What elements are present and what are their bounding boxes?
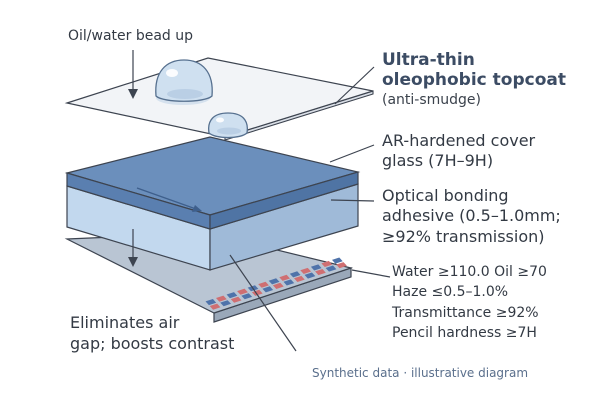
pixel-grid — [205, 257, 347, 310]
pixel-cell — [300, 267, 312, 274]
adhesive-label-line-2: adhesive (0.5–1.0mm; — [382, 206, 561, 226]
adhesive-leader — [330, 199, 375, 202]
pixel-cell — [279, 274, 290, 281]
pixel-cell — [325, 265, 337, 272]
pixel-cell — [289, 271, 301, 278]
water-droplet-small — [208, 112, 248, 139]
pixel-cell — [268, 278, 280, 285]
topcoat-title-line-1: Ultra-thin — [382, 50, 475, 70]
adhesive-label: Optical bonding adhesive (0.5–1.0mm; ≥92… — [382, 186, 561, 247]
spec-haze: Haze ≤0.5–1.0% — [392, 284, 509, 301]
pixel-cell — [226, 292, 238, 299]
pixel-cell — [283, 279, 295, 286]
specs-leader — [351, 269, 391, 278]
air-gap-label: Eliminates air gap; boosts contrast — [70, 313, 234, 355]
pixel-cell — [310, 264, 322, 271]
pixel-cell — [241, 293, 253, 300]
topcoat-leader — [334, 66, 375, 105]
bead-arrowhead — [128, 89, 138, 99]
air-gap-label-line-2: gap; boosts contrast — [70, 333, 235, 353]
pixel-cell — [230, 296, 242, 303]
pixel-cell — [336, 262, 347, 269]
cover-glass-label-line-2: glass (7H–9H) — [382, 151, 494, 171]
glass-leader — [329, 144, 375, 163]
pixel-cell — [205, 299, 217, 306]
footer-note: Synthetic data · illustrative diagram — [312, 366, 529, 380]
topcoat-subtitle: (anti-smudge) — [382, 92, 481, 109]
glass-sheen-arrow — [136, 187, 197, 210]
cover-glass-side — [209, 171, 359, 230]
pixel-cell — [315, 269, 326, 276]
pixel-cell — [294, 275, 305, 282]
display-panel — [64, 232, 354, 323]
pixel-cell — [237, 288, 248, 295]
spec-list: Water ≥110.0 Oil ≥70 Haze ≤0.5–1.0% Tran… — [392, 262, 547, 343]
topcoat-title-line-2: oleophobic topcoat — [382, 70, 566, 91]
gap-leader — [229, 254, 297, 352]
cover-glass-label-line-1: AR-hardened cover — [382, 131, 536, 150]
spec-pencil-hardness: Pencil hardness ≥7H — [392, 324, 537, 341]
adhesive-label-line-3: ≥92% transmission) — [382, 226, 545, 246]
water-droplet-large — [155, 59, 213, 105]
adhesive-label-line-1: Optical bonding — [382, 186, 509, 205]
topcoat-label: Ultra-thin oleophobic topcoat (anti-smud… — [382, 50, 566, 109]
air-gap-label-line-1: Eliminates air — [70, 313, 180, 332]
bead-label: Oil/water bead up — [68, 28, 194, 44]
cover-glass-layer — [64, 136, 361, 230]
pixel-cell — [220, 300, 231, 307]
pixel-cell — [262, 286, 274, 293]
pixel-cell — [332, 257, 343, 264]
pixel-cell — [321, 260, 333, 267]
cover-glass-label: AR-hardened cover glass (7H–9H) — [382, 131, 535, 172]
pixel-cell — [216, 295, 227, 302]
spec-contact-angle: Water ≥110.0 Oil ≥70 — [392, 264, 547, 280]
spec-transmittance: Transmittance ≥92% — [392, 304, 539, 321]
callout-lines — [132, 50, 391, 352]
glass-sheen-arrowhead — [192, 205, 202, 212]
gap-arrowhead — [128, 257, 138, 267]
pixel-cell — [272, 282, 284, 289]
pixel-cell — [258, 281, 269, 288]
pixel-cell — [209, 303, 221, 310]
pixel-cell — [304, 272, 316, 279]
